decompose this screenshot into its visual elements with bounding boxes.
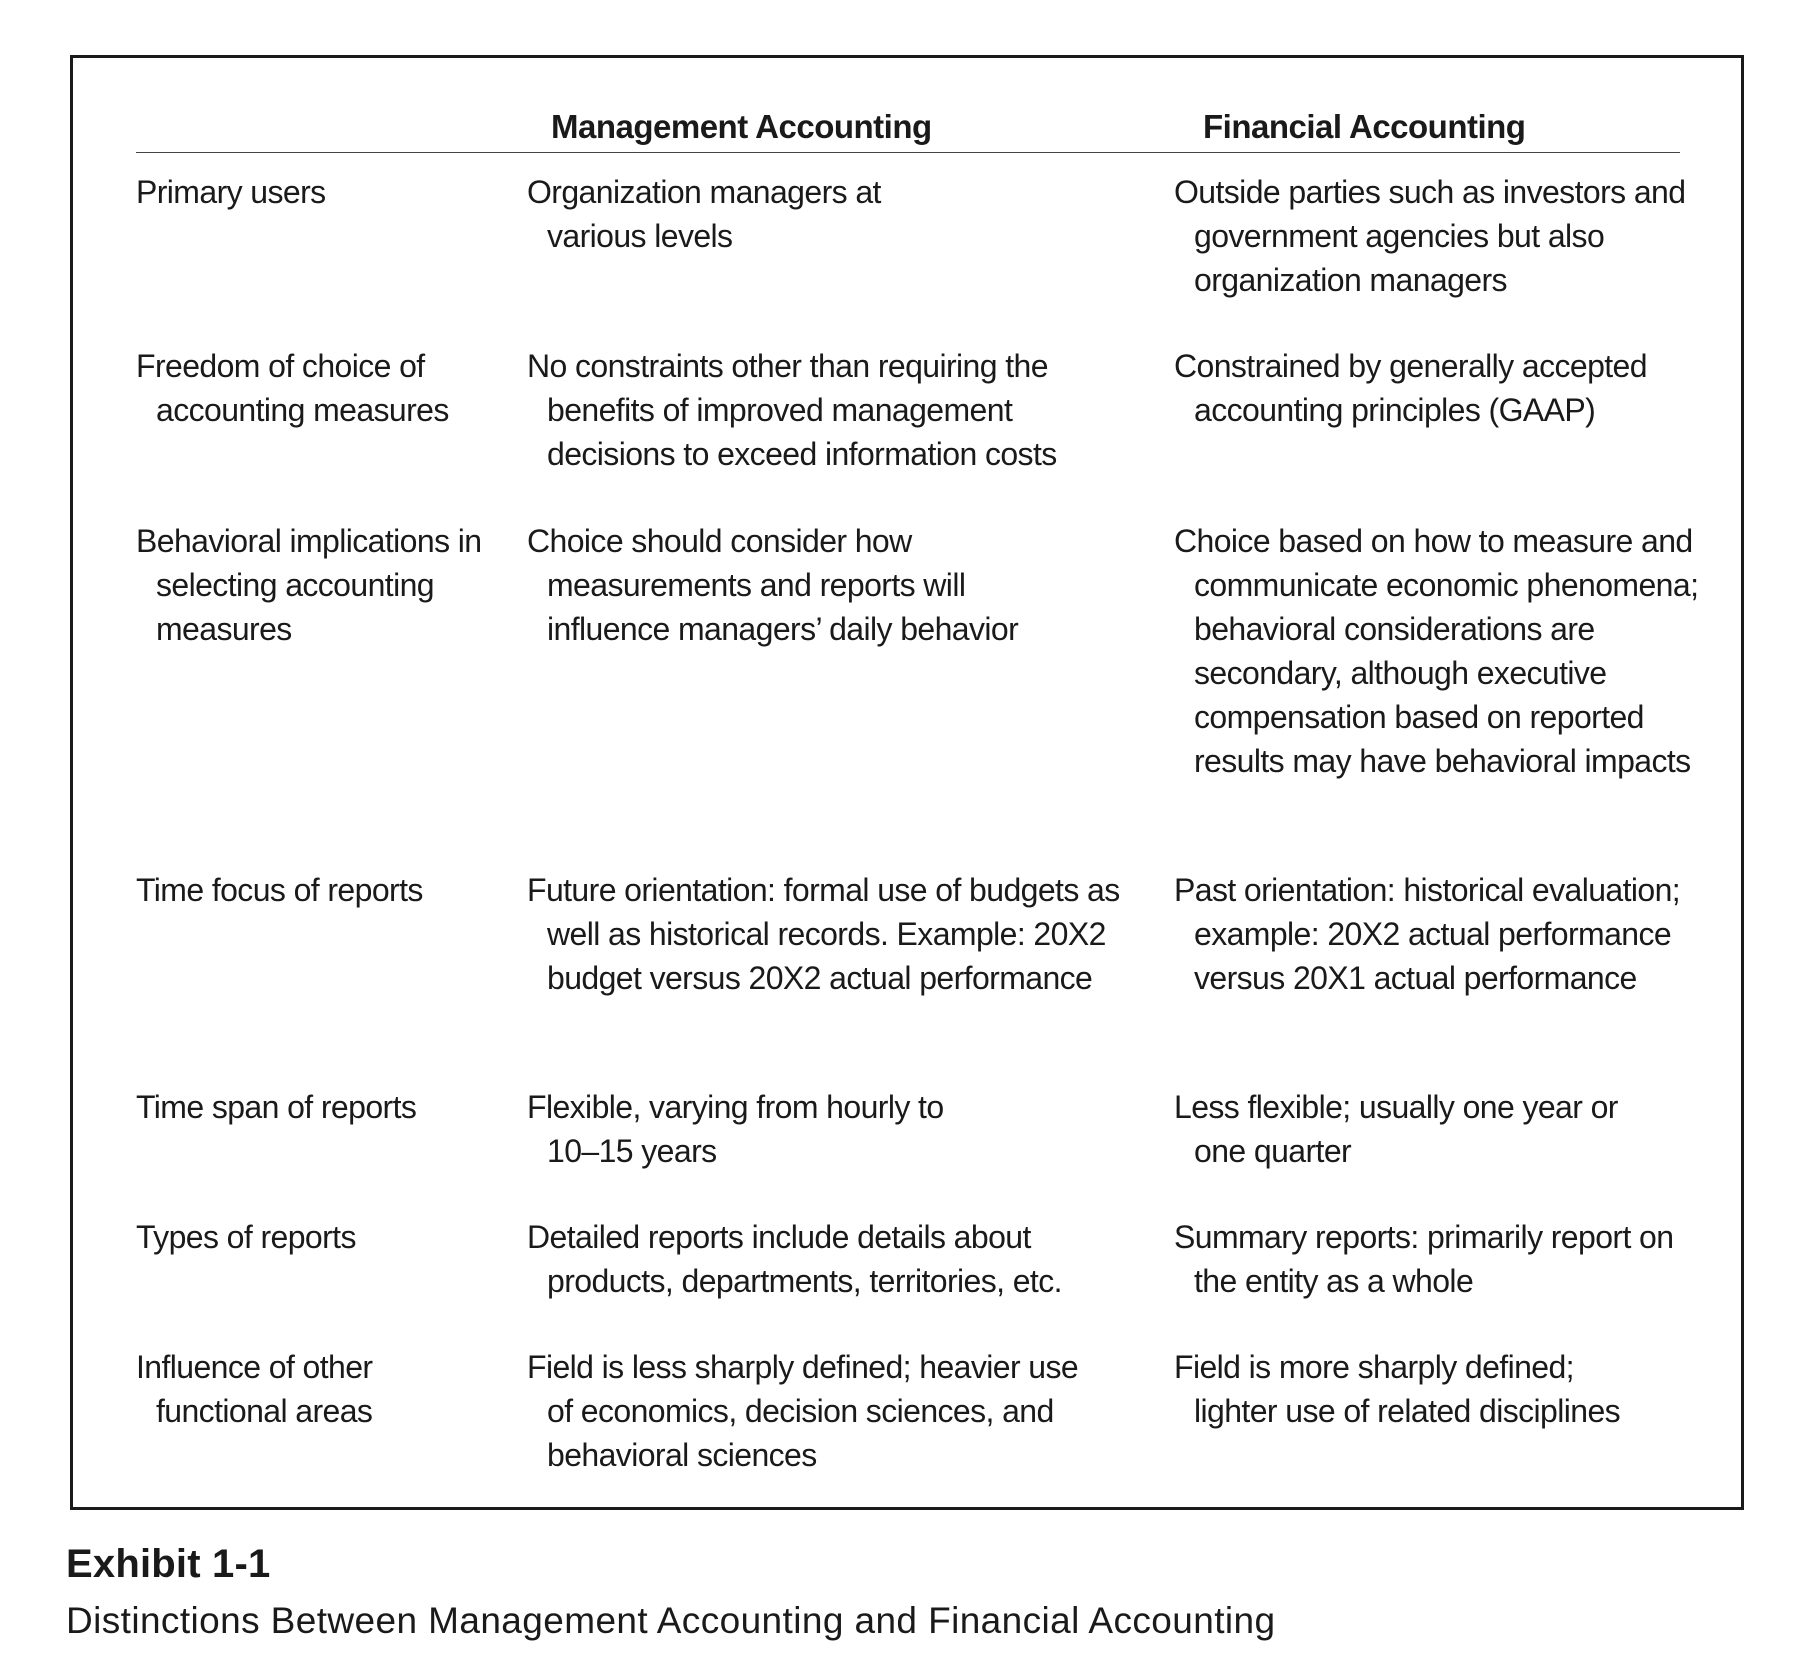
- management-cell: Future orientation: formal use of budget…: [527, 872, 1120, 996]
- financial-cell: Less flexible; usually one year or one q…: [1174, 1089, 1618, 1169]
- management-cell: Organization managers at various levels: [527, 174, 881, 254]
- row-label: Time focus of reports: [136, 872, 423, 908]
- exhibit-title: Distinctions Between Management Accounti…: [66, 1600, 1276, 1641]
- financial-cell: Choice based on how to measure and commu…: [1174, 523, 1699, 779]
- management-cell: Choice should consider how measurements …: [527, 523, 1019, 647]
- management-cell: Flexible, varying from hourly to 10–15 y…: [527, 1089, 944, 1169]
- header-management-accounting: Management Accounting: [551, 108, 932, 145]
- row-label: Influence of other functional areas: [136, 1349, 373, 1429]
- management-cell: No constraints other than requiring the …: [527, 348, 1057, 472]
- exhibit-table-frame: [70, 55, 1744, 1510]
- financial-cell: Constrained by generally accepted accoun…: [1174, 348, 1648, 428]
- table-header: Management Accounting Financial Accounti…: [136, 106, 1680, 153]
- financial-cell: Field is more sharply defined; lighter u…: [1174, 1349, 1621, 1429]
- row-label: Time span of reports: [136, 1089, 417, 1125]
- financial-cell: Outside parties such as investors and go…: [1174, 174, 1686, 298]
- management-cell: Field is less sharply defined; heavier u…: [527, 1349, 1079, 1473]
- row-label: Types of reports: [136, 1219, 356, 1255]
- row-label: Behavioral implications in selecting acc…: [136, 523, 482, 647]
- header-financial-accounting: Financial Accounting: [1203, 108, 1526, 145]
- management-cell: Detailed reports include details about p…: [527, 1219, 1063, 1299]
- row-label: Freedom of choice of accounting measures: [136, 348, 449, 428]
- row-label: Primary users: [136, 174, 326, 210]
- financial-cell: Past orientation: historical evaluation;…: [1174, 872, 1681, 996]
- exhibit-number: Exhibit 1-1: [66, 1542, 271, 1586]
- financial-cell: Summary reports: primarily report on the…: [1174, 1219, 1674, 1299]
